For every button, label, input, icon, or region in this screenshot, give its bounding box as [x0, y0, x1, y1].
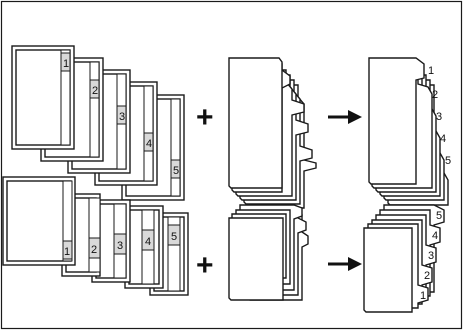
bottom-result-tab-label-5: 1	[420, 290, 426, 302]
top-arrow	[328, 110, 362, 124]
bottom-sheet-4: 4	[124, 205, 164, 289]
top-sheet-tab-label-3: 3	[119, 111, 125, 123]
bottom-sheets: 5 4 3 2	[2, 176, 189, 296]
bottom-sheet-tab-label-1: 1	[64, 246, 70, 258]
top-result-tab-label-1: 1	[428, 65, 434, 77]
bottom-result-set: 5 4 3 2 1	[363, 204, 445, 313]
bottom-sheet-tab-label-2: 2	[91, 244, 97, 256]
top-result-tab-label-4: 4	[440, 133, 446, 145]
bottom-tab-stock	[228, 204, 309, 301]
bottom-sheet-1: 1	[2, 176, 76, 266]
top-sheet-1: 1	[11, 45, 75, 150]
top-sheet-tab-label-2: 2	[92, 85, 98, 97]
top-result-set: 1 2 3 4 5	[368, 57, 451, 206]
top-result-tab-label-5: 5	[445, 155, 451, 167]
bottom-sheet-tab-label-5: 5	[171, 231, 177, 243]
bottom-result-tab-label-2: 4	[432, 230, 438, 242]
bottom-sheet-tab-label-4: 4	[145, 236, 151, 248]
top-result-tab-label-2: 2	[432, 89, 438, 101]
top-result-tab-label-3: 3	[436, 111, 442, 123]
bottom-result-tab-label-3: 3	[428, 250, 434, 262]
top-plus-sign: +	[196, 101, 214, 134]
top-row: 5 4 3	[11, 45, 451, 209]
bottom-result-tab-label-1: 5	[436, 210, 442, 222]
top-sheet-tab-label-4: 4	[146, 138, 152, 150]
top-sheet-tab-label-1: 1	[63, 58, 69, 70]
bottom-row: 5 4 3 2	[2, 176, 445, 313]
bottom-plus-sign: +	[196, 249, 214, 282]
bottom-arrow	[328, 257, 362, 271]
top-sheets: 5 4 3	[11, 45, 185, 201]
bottom-result-tab-label-4: 2	[424, 270, 430, 282]
top-tab-stock	[228, 57, 317, 209]
top-sheet-tab-label-5: 5	[173, 165, 179, 177]
bottom-sheet-tab-label-3: 3	[117, 240, 123, 252]
